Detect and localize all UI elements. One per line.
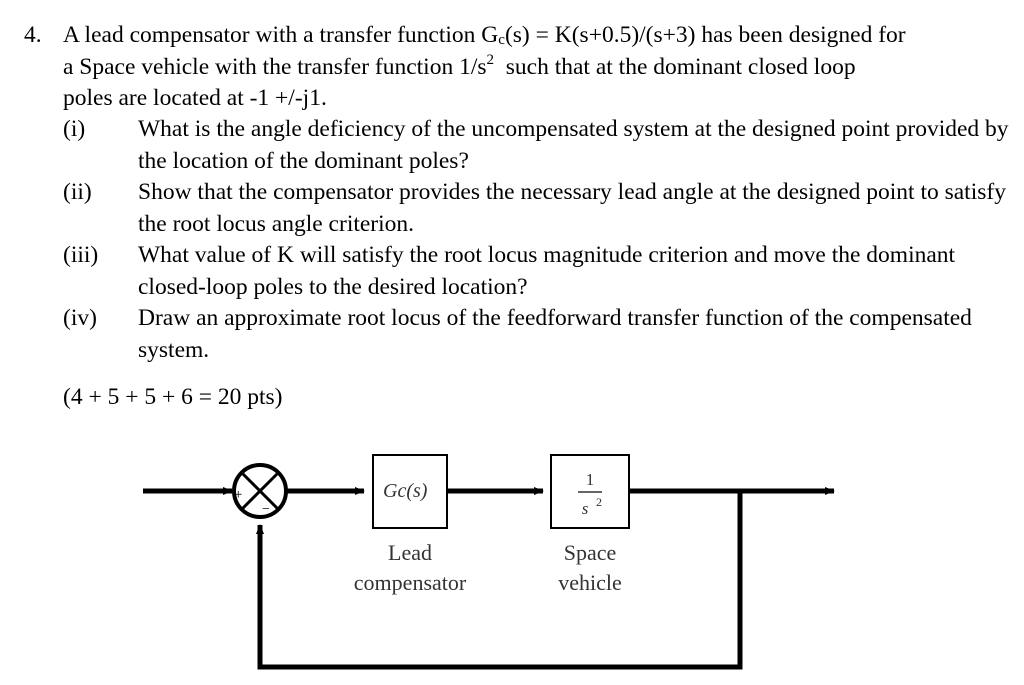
subpart-text: What value of K will satisfy the root lo… <box>138 242 956 300</box>
plant-label-line1: Space <box>564 540 617 565</box>
subpart-text: What is the angle deficiency of the unco… <box>138 116 1009 174</box>
compensator-transfer-function: Gc(s) <box>383 480 428 502</box>
minus-sign: − <box>262 502 270 517</box>
subpart-label: (iii) <box>63 242 99 268</box>
subpart-text: Show that the compensator provides the n… <box>138 179 1006 237</box>
plant-denominator: s <box>582 499 589 518</box>
plant-denominator-exponent: 2 <box>596 495 602 509</box>
plant-block <box>550 454 630 529</box>
statement-line-1: A lead compensator with a transfer funct… <box>63 22 906 48</box>
feedback-path <box>256 491 743 670</box>
statement-line-3: poles are located at -1 +/-j1. <box>63 85 327 111</box>
subpart-label: (i) <box>63 116 86 142</box>
problem-number: 4. <box>24 22 42 48</box>
statement-line-2: a Space vehicle with the transfer functi… <box>63 51 856 80</box>
plus-sign: + <box>234 487 242 503</box>
plant-label-line2: vehicle <box>558 570 622 595</box>
points-breakdown: (4 + 5 + 5 + 6 = 20 pts) <box>63 384 283 410</box>
subpart-label: (iv) <box>63 305 97 331</box>
subpart-label: (ii) <box>63 179 92 205</box>
subpart-text: Draw an approximate root locus of the fe… <box>138 305 972 363</box>
problem-statement: A lead compensator with a transfer funct… <box>63 20 1013 115</box>
compensator-block <box>372 454 448 529</box>
compensator-label-line2: compensator <box>354 570 467 595</box>
plant-numerator: 1 <box>586 470 595 489</box>
compensator-label-line1: Lead <box>388 540 432 565</box>
